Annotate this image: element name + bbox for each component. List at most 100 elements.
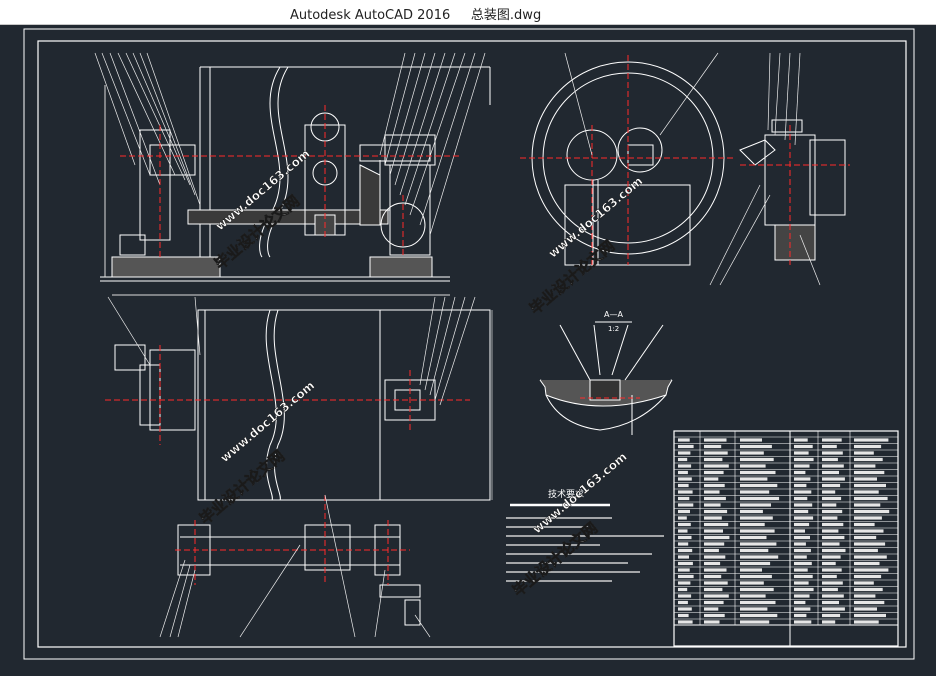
parts-cell-text bbox=[854, 503, 881, 507]
parts-cell-text bbox=[704, 490, 720, 494]
parts-cell-text bbox=[854, 438, 889, 442]
parts-cell-text bbox=[822, 516, 838, 520]
parts-cell-text bbox=[678, 600, 688, 605]
parts-cell-text bbox=[704, 438, 727, 442]
parts-cell-text bbox=[740, 516, 773, 520]
parts-cell-text bbox=[794, 451, 809, 455]
parts-cell-text bbox=[854, 464, 876, 468]
parts-cell-text bbox=[822, 457, 838, 462]
parts-cell-text bbox=[704, 509, 728, 514]
parts-cell-text bbox=[854, 587, 883, 592]
parts-cell-text bbox=[822, 548, 846, 553]
parts-cell-text bbox=[854, 535, 877, 540]
parts-cell-text bbox=[678, 568, 690, 572]
parts-cell-text bbox=[678, 607, 692, 611]
parts-cell-text bbox=[704, 522, 729, 527]
tech-requirements-title: 技术要求 bbox=[548, 488, 584, 500]
section-aa bbox=[539, 321, 673, 435]
parts-cell-text bbox=[794, 574, 813, 579]
parts-cell-text bbox=[794, 594, 810, 598]
parts-cell-text bbox=[704, 600, 724, 605]
parts-cell-text bbox=[822, 529, 839, 533]
parts-cell-text bbox=[704, 457, 723, 462]
parts-cell-text bbox=[794, 587, 814, 592]
parts-cell-text bbox=[822, 503, 837, 507]
parts-cell-text bbox=[822, 620, 836, 624]
parts-cell-text bbox=[740, 490, 770, 494]
drawing-canvas[interactable]: A—A 1:2 技术要求 毕业设计论文网 www.doc163.com 毕业设计… bbox=[0, 25, 936, 672]
parts-cell-text bbox=[740, 620, 770, 624]
parts-cell-text bbox=[854, 496, 888, 501]
parts-cell-text bbox=[678, 581, 691, 585]
parts-cell-text bbox=[678, 451, 691, 455]
parts-cell-text bbox=[854, 451, 874, 455]
parts-cell-text bbox=[740, 470, 776, 475]
parts-cell-text bbox=[854, 470, 885, 475]
parts-cell-text bbox=[822, 587, 838, 592]
parts-cell-text bbox=[794, 581, 809, 585]
parts-cell-text bbox=[794, 568, 808, 572]
parts-cell-text bbox=[822, 581, 843, 585]
parts-cell-text bbox=[854, 568, 889, 572]
parts-cell-text bbox=[678, 503, 694, 507]
parts-cell-text bbox=[822, 444, 837, 449]
parts-cell-text bbox=[794, 600, 806, 605]
front-leaders bbox=[94, 52, 486, 236]
parts-cell-text bbox=[854, 600, 885, 605]
watermark-4: 毕业设计论文网 www.doc163.com bbox=[509, 449, 630, 600]
parts-cell-text bbox=[794, 516, 814, 520]
parts-cell-text bbox=[822, 555, 841, 559]
parts-cell-text bbox=[794, 444, 813, 449]
parts-cell-text bbox=[854, 490, 879, 494]
parts-cell-text bbox=[794, 477, 811, 481]
parts-cell-text bbox=[704, 607, 719, 611]
parts-cell-text bbox=[794, 438, 808, 442]
parts-cell-text bbox=[740, 581, 764, 585]
parts-cell-text bbox=[794, 561, 812, 566]
parts-cell-text bbox=[740, 444, 772, 449]
parts-cell-text bbox=[794, 509, 809, 514]
parts-cell-text bbox=[704, 451, 728, 455]
parts-cell-text bbox=[822, 490, 836, 494]
parts-cell-text bbox=[678, 613, 689, 618]
parts-cell-text bbox=[822, 613, 841, 618]
parts-cell-text bbox=[740, 483, 778, 488]
parts-list-rows bbox=[674, 436, 898, 620]
parts-cell-text bbox=[704, 483, 725, 488]
parts-cell-text bbox=[740, 477, 768, 481]
parts-cell-text bbox=[678, 574, 694, 579]
parts-cell-text bbox=[678, 594, 692, 598]
parts-cell-text bbox=[794, 457, 814, 462]
parts-cell-text bbox=[678, 496, 690, 501]
watermark-cn: 毕业设计论文网 bbox=[509, 519, 601, 600]
parts-cell-text bbox=[704, 444, 722, 449]
parts-cell-text bbox=[822, 483, 841, 488]
parts-cell-text bbox=[854, 561, 880, 566]
parts-cell-text bbox=[794, 529, 805, 533]
parts-cell-text bbox=[854, 594, 876, 598]
parts-cell-text bbox=[704, 470, 724, 475]
parts-cell-text bbox=[740, 594, 766, 598]
tech-requirements-lines bbox=[506, 517, 664, 582]
parts-cell-text bbox=[854, 509, 890, 514]
parts-cell-text bbox=[740, 555, 779, 559]
parts-cell-text bbox=[678, 620, 693, 624]
inner-frame bbox=[37, 40, 907, 648]
parts-cell-text bbox=[794, 483, 807, 488]
parts-cell-text bbox=[740, 607, 768, 611]
parts-cell-text bbox=[678, 587, 688, 592]
parts-cell-text bbox=[678, 529, 688, 533]
parts-cell-text bbox=[704, 574, 722, 579]
watermark-url: www.doc163.com bbox=[530, 449, 630, 536]
parts-list-cells bbox=[678, 438, 890, 624]
parts-cell-text bbox=[740, 587, 774, 592]
parts-cell-text bbox=[854, 574, 882, 579]
parts-cell-text bbox=[794, 535, 810, 540]
side-leaders bbox=[564, 52, 821, 286]
parts-cell-text bbox=[854, 522, 875, 527]
title-bar: Autodesk AutoCAD 2016 总装图.dwg bbox=[0, 0, 936, 25]
parts-cell-text bbox=[822, 496, 842, 501]
parts-cell-text bbox=[740, 438, 762, 442]
parts-cell-text bbox=[794, 548, 811, 553]
parts-cell-text bbox=[740, 529, 775, 533]
